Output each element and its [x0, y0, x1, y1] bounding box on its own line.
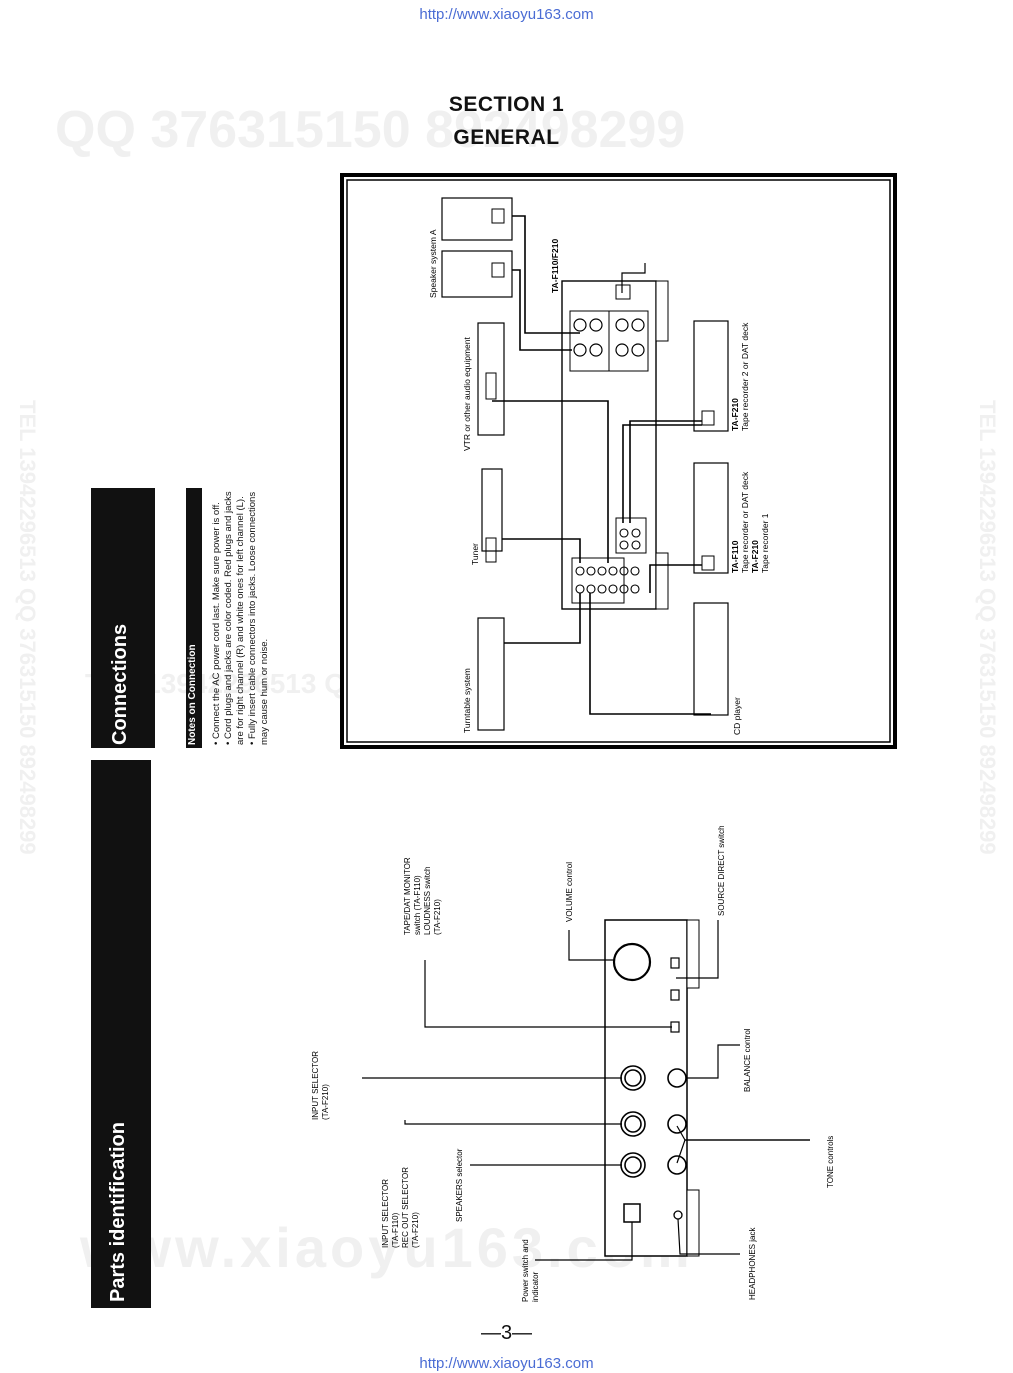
label-tape-dat-2: switch (TA-F110)	[413, 875, 422, 935]
connections-bar	[91, 488, 155, 748]
section-number: SECTION 1	[448, 93, 565, 116]
tape1-model-b: TA-F210	[750, 540, 760, 573]
label-tape-dat-3: LOUDNESS switch	[423, 867, 432, 935]
cd-label: CD player	[732, 697, 742, 735]
footer-url[interactable]: http://www.xiaoyu163.com	[419, 1355, 594, 1372]
tape2-desc: Tape recorder 2 or DAT deck	[740, 322, 750, 431]
parts-heading: Parts identification	[107, 1121, 129, 1302]
header-url[interactable]: http://www.xiaoyu163.com	[419, 6, 594, 23]
speaker-right	[441, 197, 513, 241]
speaker-label: Speaker system A	[428, 229, 438, 298]
note-line: • Connect the AC power cord last. Make s…	[211, 502, 222, 745]
volume-knob	[612, 942, 652, 982]
label-input-f110-4: (TA-F210)	[411, 1212, 420, 1248]
connections-svg: Speaker system A TA-F110/F210 VTR or oth…	[340, 173, 897, 749]
label-power-2: indicator	[531, 1271, 540, 1302]
tuner-label: Tuner	[470, 543, 480, 565]
notes-title: Notes on Connection	[187, 644, 198, 745]
label-input-f210-2: (TA-F210)	[321, 1084, 330, 1120]
watermark-www: www.xiaoyu163.com	[80, 1216, 694, 1279]
tuner-unit	[481, 468, 503, 552]
connections-heading: Connections	[109, 623, 131, 745]
vtr-label: VTR or other audio equipment	[462, 336, 472, 451]
turntable-unit	[477, 617, 505, 731]
tape-deck-2	[693, 320, 729, 432]
tape-deck-1	[693, 462, 729, 574]
tape1-desc-b: Tape recorder 1	[760, 513, 770, 573]
parts-bar	[91, 760, 151, 1308]
tape1-model-a: TA-F110	[730, 540, 740, 573]
label-tape-dat-4: (TA-F210)	[433, 899, 442, 935]
watermark-side-right: TEL 13942296513 QQ 376315150 892498299	[975, 400, 1000, 855]
vtr-unit	[477, 322, 505, 436]
parts-diagram: TAPE/DAT MONITOR switch (TA-F110) LOUDNE…	[300, 820, 860, 1310]
section-title: GENERAL	[453, 126, 560, 149]
note-line: • Fully insert cable connectors into jac…	[247, 491, 258, 745]
note-line: are for right channel (R) and white ones…	[235, 496, 246, 745]
model-label: TA-F110/F210	[550, 239, 560, 293]
speaker-left	[441, 250, 513, 298]
tape2-model: TA-F210	[730, 398, 740, 431]
notes-bar	[186, 488, 202, 748]
front-panel	[604, 919, 688, 1257]
notes-list: • Connect the AC power cord last. Make s…	[211, 491, 271, 745]
label-tape-dat-1: TAPE/DAT MONITOR	[403, 857, 412, 935]
label-headphones: HEADPHONES jack	[748, 1227, 757, 1300]
label-power-1: Power switch and	[521, 1239, 530, 1302]
label-volume: VOLUME control	[565, 862, 574, 922]
label-tone: TONE controls	[826, 1136, 835, 1188]
watermark-side-left: TEL 13942296513 QQ 376315150 892498299	[15, 400, 40, 855]
connections-diagram: Speaker system A TA-F110/F210 VTR or oth…	[340, 173, 897, 749]
label-balance: BALANCE control	[743, 1028, 752, 1092]
tape1-desc-a: Tape recorder or DAT deck	[740, 471, 750, 573]
page-number: —3—	[480, 1322, 533, 1344]
label-source-direct: SOURCE DIRECT switch	[717, 825, 726, 916]
watermark-qq: QQ 376315150 892498299	[55, 101, 686, 159]
label-input-f210-1: INPUT SELECTOR	[311, 1051, 320, 1120]
turntable-label: Turntable system	[462, 668, 472, 733]
label-input-f110-2: (TA-F110)	[391, 1212, 400, 1248]
label-speakers: SPEAKERS selector	[455, 1148, 464, 1222]
cd-player-unit	[693, 602, 729, 716]
note-line: may cause hum or noise.	[259, 638, 270, 745]
note-line: • Cord plugs and jacks are color coded. …	[223, 491, 234, 745]
parts-svg: TAPE/DAT MONITOR switch (TA-F110) LOUDNE…	[311, 825, 835, 1302]
label-input-f110-3: REC OUT SELECTOR	[401, 1167, 410, 1248]
label-input-f110-1: INPUT SELECTOR	[381, 1179, 390, 1248]
